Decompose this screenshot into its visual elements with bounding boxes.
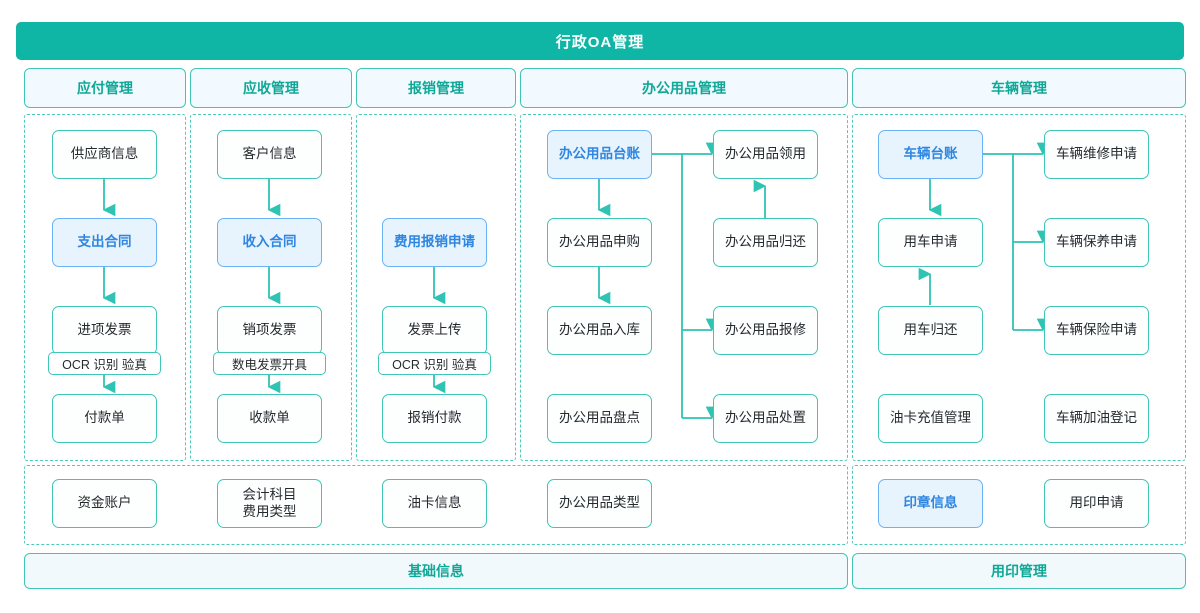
band-seal-management[interactable]: 用印管理 <box>852 553 1186 589</box>
group-panel-basic-info <box>24 465 848 545</box>
subtag-ocr-expense[interactable]: OCR 识别 验真 <box>378 352 491 375</box>
node-supplies-disposal[interactable]: 办公用品处置 <box>713 394 818 443</box>
node-supplier-info[interactable]: 供应商信息 <box>52 130 157 179</box>
node-vehicle-repair[interactable]: 车辆维修申请 <box>1044 130 1149 179</box>
node-expense-contract[interactable]: 支出合同 <box>52 218 157 267</box>
node-input-invoice[interactable]: 进项发票 <box>52 306 157 355</box>
node-line-1: 会计科目 <box>242 486 297 502</box>
subtag-einvoice-issue[interactable]: 数电发票开具 <box>213 352 326 375</box>
node-vehicle-request[interactable]: 用车申请 <box>878 218 983 267</box>
node-receipt-voucher[interactable]: 收款单 <box>217 394 322 443</box>
node-line-2: 费用类型 <box>242 503 297 519</box>
column-header-payable[interactable]: 应付管理 <box>24 68 186 108</box>
node-vehicle-insurance[interactable]: 车辆保险申请 <box>1044 306 1149 355</box>
node-vehicle-refuel-log[interactable]: 车辆加油登记 <box>1044 394 1149 443</box>
node-supplies-type[interactable]: 办公用品类型 <box>547 479 652 528</box>
node-fuelcard-info[interactable]: 油卡信息 <box>382 479 487 528</box>
page-title: 行政OA管理 <box>16 22 1184 60</box>
node-payment-voucher[interactable]: 付款单 <box>52 394 157 443</box>
node-supplies-purchase[interactable]: 办公用品申购 <box>547 218 652 267</box>
node-expense-payment[interactable]: 报销付款 <box>382 394 487 443</box>
group-panel-seal <box>852 465 1186 545</box>
node-supplies-requisition[interactable]: 办公用品领用 <box>713 130 818 179</box>
column-header-vehicle[interactable]: 车辆管理 <box>852 68 1186 108</box>
node-vehicle-return[interactable]: 用车归还 <box>878 306 983 355</box>
column-header-expense[interactable]: 报销管理 <box>356 68 516 108</box>
column-header-supplies[interactable]: 办公用品管理 <box>520 68 848 108</box>
node-invoice-upload[interactable]: 发票上传 <box>382 306 487 355</box>
node-seal-info[interactable]: 印章信息 <box>878 479 983 528</box>
node-income-contract[interactable]: 收入合同 <box>217 218 322 267</box>
node-vehicle-ledger[interactable]: 车辆台账 <box>878 130 983 179</box>
node-customer-info[interactable]: 客户信息 <box>217 130 322 179</box>
node-supplies-stocktake[interactable]: 办公用品盘点 <box>547 394 652 443</box>
subtag-ocr-payable[interactable]: OCR 识别 验真 <box>48 352 161 375</box>
node-expense-claim[interactable]: 费用报销申请 <box>382 218 487 267</box>
node-supplies-inbound[interactable]: 办公用品入库 <box>547 306 652 355</box>
group-panel-receivable <box>190 114 352 461</box>
column-header-receivable[interactable]: 应收管理 <box>190 68 352 108</box>
band-basic-info[interactable]: 基础信息 <box>24 553 848 589</box>
node-seal-request[interactable]: 用印申请 <box>1044 479 1149 528</box>
group-panel-payable <box>24 114 186 461</box>
group-panel-supplies <box>520 114 848 461</box>
node-account-subject-expense-type[interactable]: 会计科目 费用类型 <box>217 479 322 528</box>
node-supplies-repair[interactable]: 办公用品报修 <box>713 306 818 355</box>
group-panel-expense <box>356 114 516 461</box>
node-fund-account[interactable]: 资金账户 <box>52 479 157 528</box>
node-supplies-ledger[interactable]: 办公用品台账 <box>547 130 652 179</box>
node-supplies-return[interactable]: 办公用品归还 <box>713 218 818 267</box>
group-panel-vehicle <box>852 114 1186 461</box>
node-fuelcard-recharge[interactable]: 油卡充值管理 <box>878 394 983 443</box>
node-vehicle-maintenance[interactable]: 车辆保养申请 <box>1044 218 1149 267</box>
node-output-invoice[interactable]: 销项发票 <box>217 306 322 355</box>
